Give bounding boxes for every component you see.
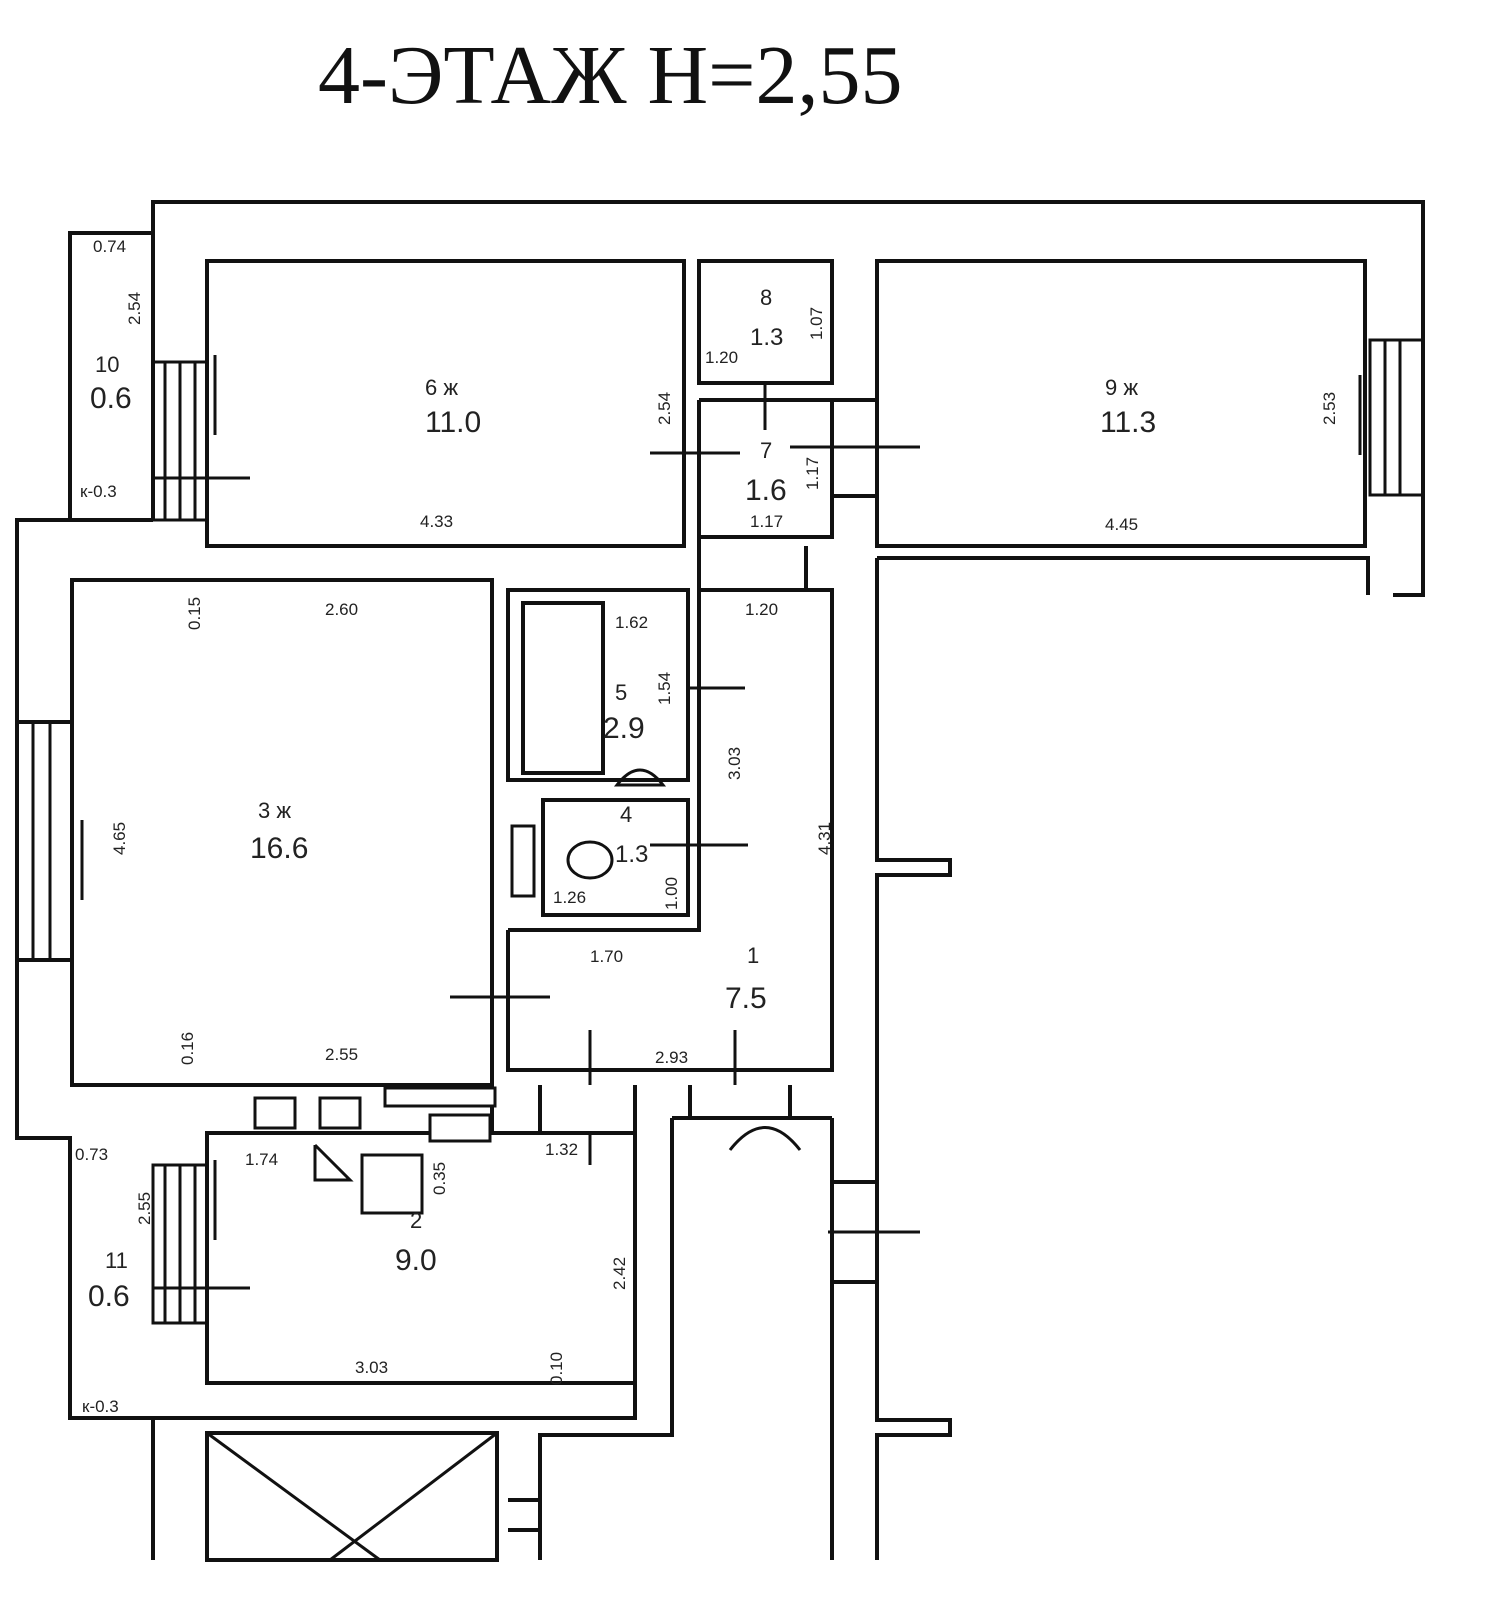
dimension-label: 1.54 — [655, 672, 674, 705]
room-9: 9 ж 11.3 — [1100, 375, 1156, 439]
room-5: 5 2.9 — [603, 680, 645, 745]
dimension-label: 1.17 — [750, 512, 783, 531]
room-6-walls — [205, 259, 686, 548]
dimension-label: 4.33 — [420, 512, 453, 531]
dimension-label: 2.42 — [610, 1257, 629, 1290]
room-number: 3 ж — [258, 798, 291, 823]
room-7: 7 1.6 — [745, 438, 787, 507]
dimension-label: к-0.3 — [82, 1397, 119, 1416]
dimension-label: 3.03 — [355, 1358, 388, 1377]
dimension-label: 1.70 — [590, 947, 623, 966]
counter — [383, 1086, 497, 1108]
dimension-label: 2.55 — [325, 1045, 358, 1064]
stove-burner-1 — [253, 1096, 297, 1130]
room-area: 0.6 — [90, 382, 132, 415]
room-10: 10 0.6 — [90, 352, 132, 415]
room-8: 8 1.3 — [750, 285, 783, 351]
dimension-label: к-0.3 — [80, 482, 117, 501]
sink — [428, 1113, 492, 1143]
room-number: 5 — [615, 680, 627, 705]
dimension-label: 1.17 — [803, 457, 822, 490]
stove-burner-2 — [318, 1096, 362, 1130]
dimension-label: 2.93 — [655, 1048, 688, 1067]
windows — [31, 338, 1425, 1325]
room-number: 4 — [620, 802, 632, 827]
dimension-label: 2.53 — [1320, 392, 1339, 425]
room-2: 2 9.0 — [395, 1208, 437, 1277]
room-number: 7 — [760, 438, 772, 463]
room-area: 2.9 — [603, 712, 645, 745]
room-4-walls — [541, 798, 690, 917]
washbasin — [510, 824, 536, 898]
dimension-label: 0.74 — [93, 237, 126, 256]
dimension-label: 2.60 — [325, 600, 358, 619]
dimension-label: 1.00 — [662, 877, 681, 910]
room-area: 11.3 — [1100, 406, 1156, 439]
room-area: 11.0 — [425, 406, 481, 439]
shaft-walls — [205, 1431, 499, 1562]
room-area: 9.0 — [395, 1244, 437, 1277]
room-area: 1.3 — [750, 324, 783, 351]
room-number: 10 — [95, 352, 119, 377]
room-area: 16.6 — [250, 832, 308, 865]
room-area: 1.6 — [745, 474, 787, 507]
door-marks — [153, 383, 920, 1290]
dimension-label: 1.20 — [705, 348, 738, 367]
dimension-label: 0.16 — [178, 1032, 197, 1065]
room-labels: 6 ж 11.0 8 1.3 9 ж 11.3 10 0.6 7 1.6 3 ж… — [88, 285, 1156, 1313]
plan-title: 4-ЭТАЖ Н=2,55 — [318, 29, 903, 122]
dimension-label: 1.74 — [245, 1150, 278, 1169]
dimension-label: 1.20 — [745, 600, 778, 619]
toilet — [566, 840, 614, 880]
walls — [15, 200, 1425, 1562]
dimension-label: 4.45 — [1105, 515, 1138, 534]
dimension-label: 1.07 — [807, 307, 826, 340]
room-11: 11 0.6 — [88, 1248, 130, 1313]
fixtures — [253, 824, 614, 1215]
dimension-label: 2.55 — [135, 1192, 154, 1225]
dimension-label: 3.03 — [725, 747, 744, 780]
room-9-walls — [875, 259, 1367, 548]
dimension-label: 0.10 — [547, 1352, 566, 1385]
room-4: 4 1.3 — [615, 802, 648, 868]
dimension-label: 0.73 — [75, 1145, 108, 1164]
room-number: 11 — [105, 1248, 128, 1273]
boiler — [360, 1153, 424, 1215]
room-number: 6 ж — [425, 375, 458, 400]
room-number: 1 — [747, 943, 759, 968]
room-number: 8 — [760, 285, 772, 310]
dimension-label: 0.15 — [185, 597, 204, 630]
room-3: 3 ж 16.6 — [250, 798, 308, 865]
dimension-label: 2.54 — [125, 292, 144, 325]
room-area: 7.5 — [725, 982, 767, 1015]
dimension-label: 2.54 — [655, 392, 674, 425]
dimension-label: 1.62 — [615, 613, 648, 632]
room-1: 1 7.5 — [725, 943, 767, 1015]
room-5-walls — [506, 588, 690, 782]
dimension-label: 1.32 — [545, 1140, 578, 1159]
dimension-label: 1.26 — [553, 888, 586, 907]
room-number: 9 ж — [1105, 375, 1138, 400]
room-area: 1.3 — [615, 841, 648, 868]
room-area: 0.6 — [88, 1280, 130, 1313]
room-number: 2 — [410, 1208, 422, 1233]
dimension-label: 4.31 — [815, 822, 834, 855]
room-6: 6 ж 11.0 — [425, 375, 481, 439]
dimension-label: 0.35 — [430, 1162, 449, 1195]
dimensions: 0.74 2.54 к-0.3 4.33 2.54 1.07 1.20 1.17… — [75, 237, 1339, 1416]
dimension-label: 4.65 — [110, 822, 129, 855]
